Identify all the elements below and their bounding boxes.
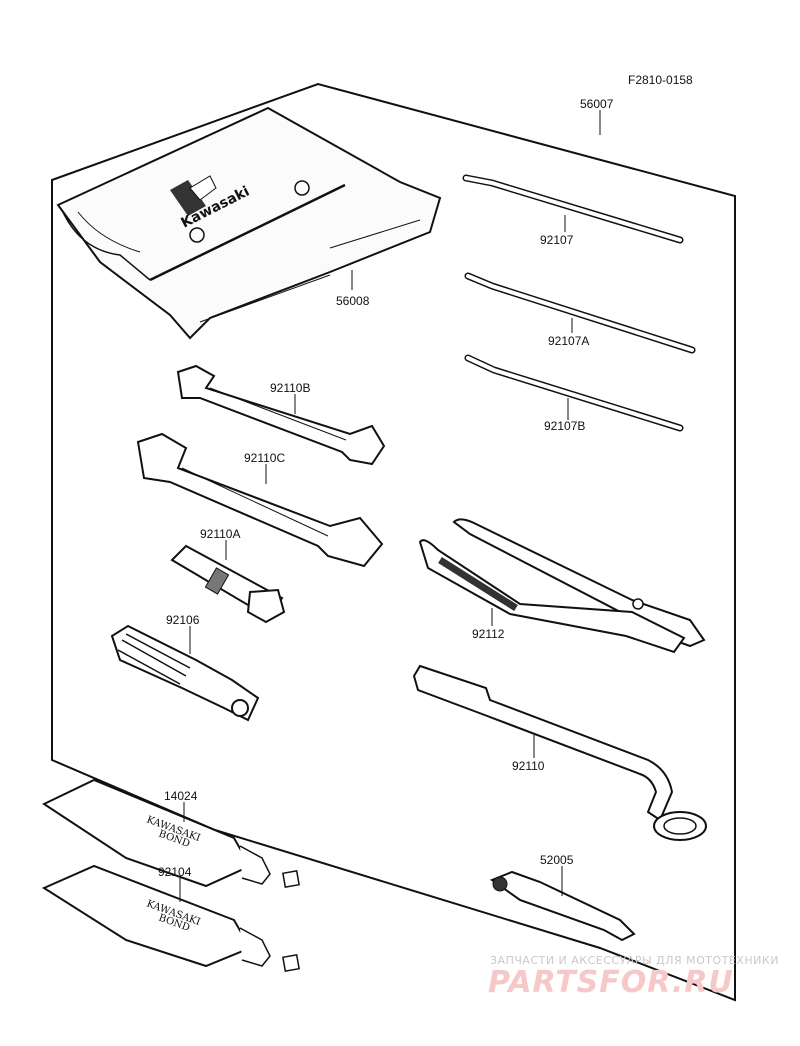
part-label-92107: 92107: [540, 233, 574, 247]
open-end-wrench-icon: [176, 364, 386, 466]
screwdriver-bit-icon: [464, 272, 696, 354]
part-label-92112: 92112: [472, 627, 505, 641]
tool-kit-outline: [51, 82, 736, 1002]
tire-gauge-icon: [489, 870, 636, 942]
part-label-92107a: 92107A: [548, 334, 589, 348]
watermark-tagline: ЗАПЧАСТИ И АКСЕССУАРЫ ДЛЯ МОТОТЕХНИКИ: [490, 954, 779, 967]
open-end-wrench-icon: [136, 432, 384, 568]
bond-tube-icon: KAWASAKI BOND: [41, 864, 300, 972]
part-label-92110b: 92110B: [270, 381, 310, 395]
part-label-14024: 14024: [164, 789, 198, 803]
box-end-wrench-icon: [412, 664, 707, 841]
part-label-56007: 56007: [580, 97, 614, 111]
part-label-92110a: 92110A: [200, 527, 240, 541]
part-labels: 56007 56008 92107 92107A 92107B 92110B 9…: [158, 97, 614, 879]
part-label-92107b: 92107B: [544, 419, 585, 433]
screwdriver-handle-icon: [110, 624, 260, 722]
spark-plug-socket-icon: [170, 544, 286, 624]
screwdriver-bit-icon: [464, 354, 684, 432]
screwdriver-bit-icon: [462, 174, 684, 244]
bond-tube-icon: KAWASAKI BOND: [41, 778, 300, 888]
leader-lines: [179, 110, 601, 902]
tool-bag: Kawasaki: [56, 106, 442, 340]
watermark: ЗАПЧАСТИ И АКСЕССУАРЫ ДЛЯ МОТОТЕХНИКИ PA…: [488, 954, 779, 1000]
pliers-icon: [418, 518, 706, 654]
part-label-92110c: 92110C: [244, 451, 285, 465]
part-label-56008: 56008: [336, 294, 370, 308]
part-label-92104: 92104: [158, 865, 192, 879]
part-label-92110: 92110: [512, 759, 545, 773]
part-label-92106: 92106: [166, 613, 200, 627]
part-label-52005: 52005: [540, 853, 574, 867]
figure-code: F2810-0158: [628, 73, 693, 87]
watermark-logo: PARTSFOR.RU: [488, 965, 734, 1000]
